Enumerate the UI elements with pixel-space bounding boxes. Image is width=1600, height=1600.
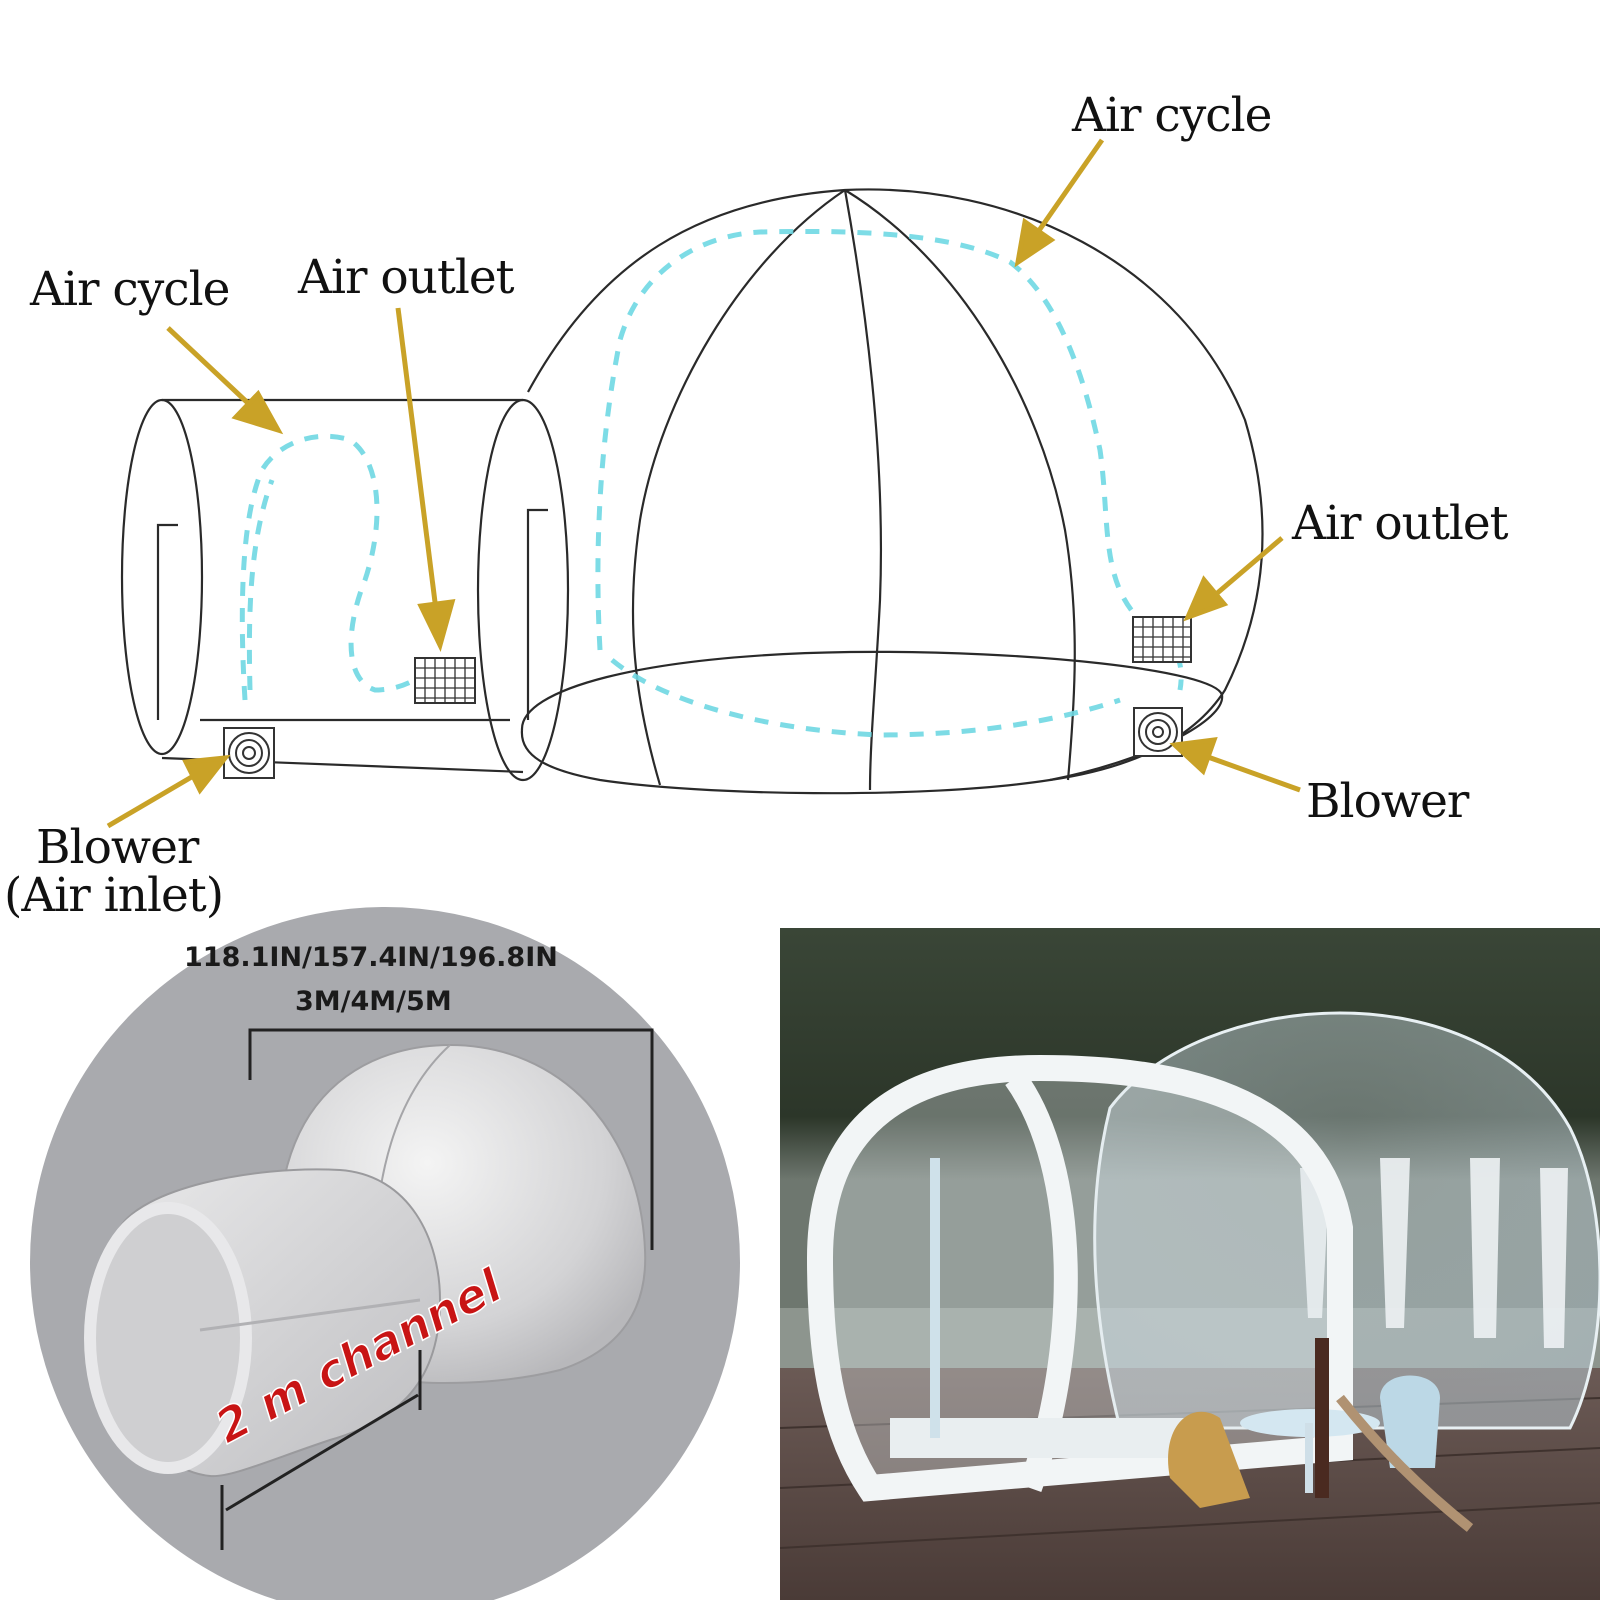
dome-door-frame (526, 508, 548, 720)
label-blower-left: Blower (36, 820, 199, 875)
dimension-bracket (220, 1028, 654, 1550)
dome-meridian-center (843, 189, 883, 791)
dome-meridian-right (844, 189, 1076, 781)
dimension-inches: 118.1IN/157.4IN/196.8IN (184, 942, 558, 973)
callout-arrows (106, 138, 1301, 829)
air-outlet-right-grille (1132, 616, 1192, 663)
label-air-outlet-left: Air outlet (298, 250, 515, 305)
tunnel-door-frame (156, 523, 178, 720)
photo-yellow-chair (1168, 1411, 1250, 1508)
blower-left-fan (223, 727, 275, 779)
dome-outline (520, 188, 1264, 795)
dome-floor (520, 650, 1224, 782)
label-blower-right: Blower (1306, 774, 1469, 829)
dimension-meters: 3M/4M/5M (295, 986, 452, 1017)
photo-tunnel-frame (806, 1054, 1353, 1502)
blower-right-fan (1133, 707, 1183, 757)
air-outlet-left-grille (414, 657, 476, 704)
label-air-cycle-right: Air cycle (1072, 88, 1272, 143)
render-tunnel-opening (84, 1202, 252, 1474)
photo-illustration (780, 928, 1600, 1600)
label-air-outlet-right: Air outlet (1292, 496, 1509, 551)
tent-line-diagram (106, 138, 1301, 829)
bubble-tent-photo (780, 928, 1600, 1600)
label-air-inlet: (Air inlet) (4, 868, 224, 923)
airflow-path (239, 228, 1184, 738)
dome-meridian-left (631, 189, 846, 786)
label-air-cycle-left: Air cycle (30, 262, 230, 317)
